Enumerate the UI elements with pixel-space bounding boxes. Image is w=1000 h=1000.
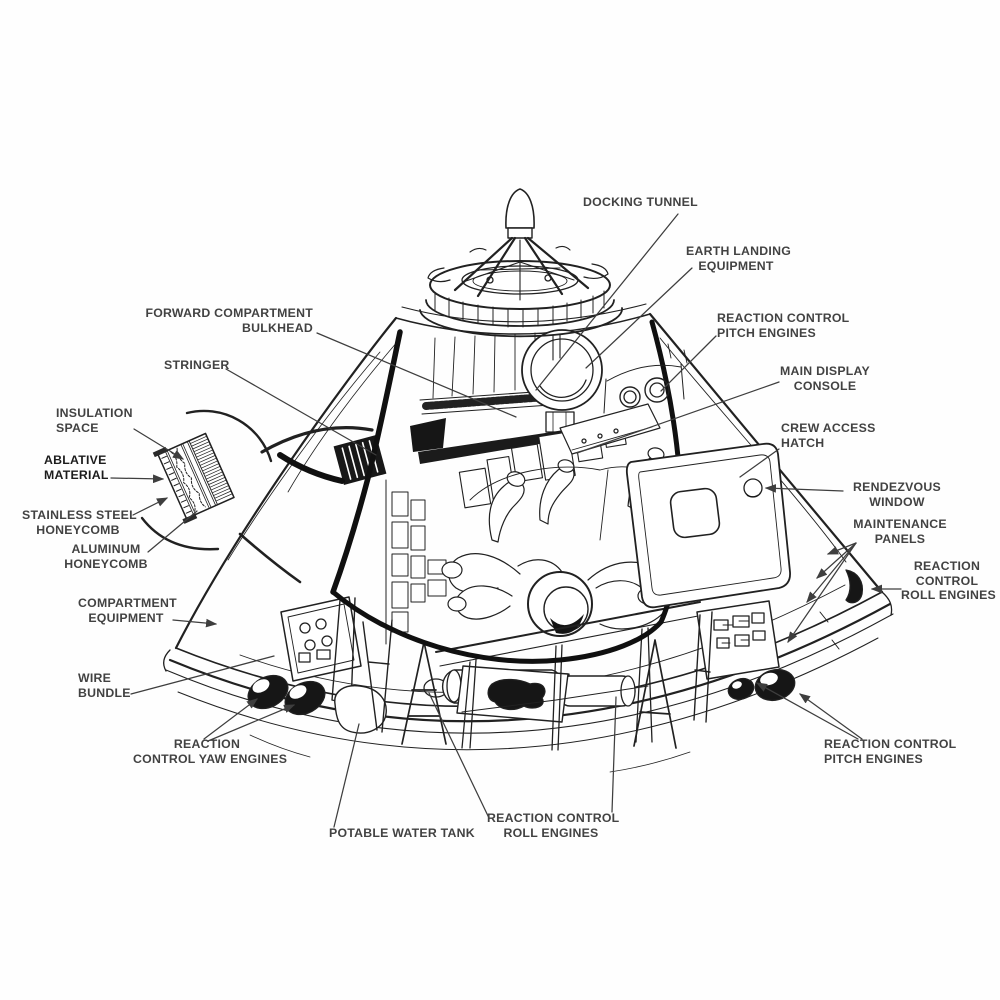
label-aluminum-honeycomb: ALUMINUM HONEYCOMB [62, 542, 150, 571]
left-equipment-bay [280, 596, 362, 707]
label-line: REACTION [913, 559, 981, 573]
pitch-engine-nozzles-lower [727, 668, 796, 702]
label-stringer: STRINGER [164, 358, 230, 373]
crew-hatch-panel [625, 442, 791, 609]
label-line: CREW ACCESS [781, 421, 876, 435]
label-potable-water-tank: POTABLE WATER TANK [329, 826, 475, 841]
label-line: RENDEZVOUS [853, 480, 941, 494]
label-docking-tunnel: DOCKING TUNNEL [583, 195, 698, 210]
label-line: REACTION CONTROL [824, 737, 957, 751]
label-line: HATCH [781, 435, 825, 450]
yaw-engine-nozzles [247, 674, 326, 716]
label-reaction-control-pitch-engines-lower: REACTION CONTROL PITCH ENGINES [824, 737, 956, 766]
docking-ring [419, 245, 623, 338]
label-line: INSULATION [56, 406, 133, 420]
label-line: REACTION [173, 737, 241, 751]
label-stainless-steel-honeycomb: STAINLESS STEEL HONEYCOMB [22, 508, 137, 537]
label-line: ROLL ENGINES [503, 825, 599, 840]
label-line: POTABLE WATER TANK [329, 826, 475, 840]
label-line: EARTH LANDING [686, 244, 792, 258]
leader-lines [110, 213, 902, 828]
label-line: STRINGER [164, 358, 230, 372]
label-line: FORWARD COMPARTMENT [145, 306, 313, 320]
label-reaction-control-roll-engines-right: REACTION CONTROL ROLL ENGINES [901, 559, 997, 603]
label-line: CONTROL [915, 573, 979, 588]
label-maintenance-panels: MAINTENANCE PANELS [850, 517, 950, 546]
roll-engine-right-exterior [819, 569, 864, 650]
label-line: CONSOLE [793, 378, 857, 393]
label-line: STAINLESS STEEL [22, 508, 137, 522]
right-equipment-bay [693, 600, 780, 723]
docking-probe [453, 188, 590, 301]
label-line: REACTION CONTROL [717, 311, 850, 325]
label-line: EQUIPMENT [698, 258, 774, 273]
label-line: DOCKING TUNNEL [583, 195, 698, 209]
label-line: WIRE [78, 671, 112, 685]
label-forward-compartment-bulkhead: FORWARD COMPARTMENT BULKHEAD [145, 306, 313, 335]
label-line: PANELS [874, 531, 926, 546]
label-rendezvous-window: RENDEZVOUS WINDOW [843, 480, 951, 509]
label-line: ROLL ENGINES [901, 588, 997, 603]
roll-engine-cylinder [401, 639, 677, 749]
label-reaction-control-roll-engines-bottom: REACTION CONTROL ROLL ENGINES [487, 811, 620, 840]
label-line: EQUIPMENT [88, 610, 164, 625]
label-ablative-material: ABLATIVE MATERIAL [44, 453, 109, 482]
label-crew-access-hatch: CREW ACCESS HATCH [781, 421, 876, 450]
label-line: BULKHEAD [242, 320, 313, 335]
label-line: HONEYCOMB [36, 522, 120, 537]
heat-shield-sample [152, 432, 235, 524]
label-line: ALUMINUM [71, 542, 141, 556]
label-line: MAIN DISPLAY [780, 364, 871, 378]
label-reaction-control-pitch-engines-upper: REACTION CONTROL PITCH ENGINES [717, 311, 849, 340]
label-reaction-control-yaw-engines: REACTION CONTROL YAW ENGINES [133, 737, 288, 766]
label-compartment-equipment: COMPARTMENT EQUIPMENT [78, 596, 177, 625]
label-line: BUNDLE [78, 685, 131, 700]
label-line: HONEYCOMB [64, 556, 148, 571]
label-line: ABLATIVE [44, 453, 107, 467]
label-line: REACTION CONTROL [487, 811, 620, 825]
label-line: MATERIAL [44, 467, 109, 482]
label-line: PITCH ENGINES [717, 325, 816, 340]
magnifier-arcs [140, 409, 374, 584]
rendezvous-window-mark [743, 478, 763, 498]
label-line: WINDOW [869, 494, 925, 509]
label-line: CONTROL YAW ENGINES [133, 751, 288, 766]
label-insulation-space: INSULATION SPACE [56, 406, 133, 435]
label-line: SPACE [56, 420, 99, 435]
water-tank [334, 619, 393, 734]
label-line: MAINTENANCE [853, 517, 947, 531]
label-line: PITCH ENGINES [824, 751, 923, 766]
label-earth-landing-equipment: EARTH LANDING EQUIPMENT [686, 244, 792, 273]
label-line: COMPARTMENT [78, 596, 177, 610]
label-wire-bundle: WIRE BUNDLE [78, 671, 131, 700]
hatch-window [669, 487, 721, 539]
label-main-display-console: MAIN DISPLAY CONSOLE [780, 364, 870, 393]
